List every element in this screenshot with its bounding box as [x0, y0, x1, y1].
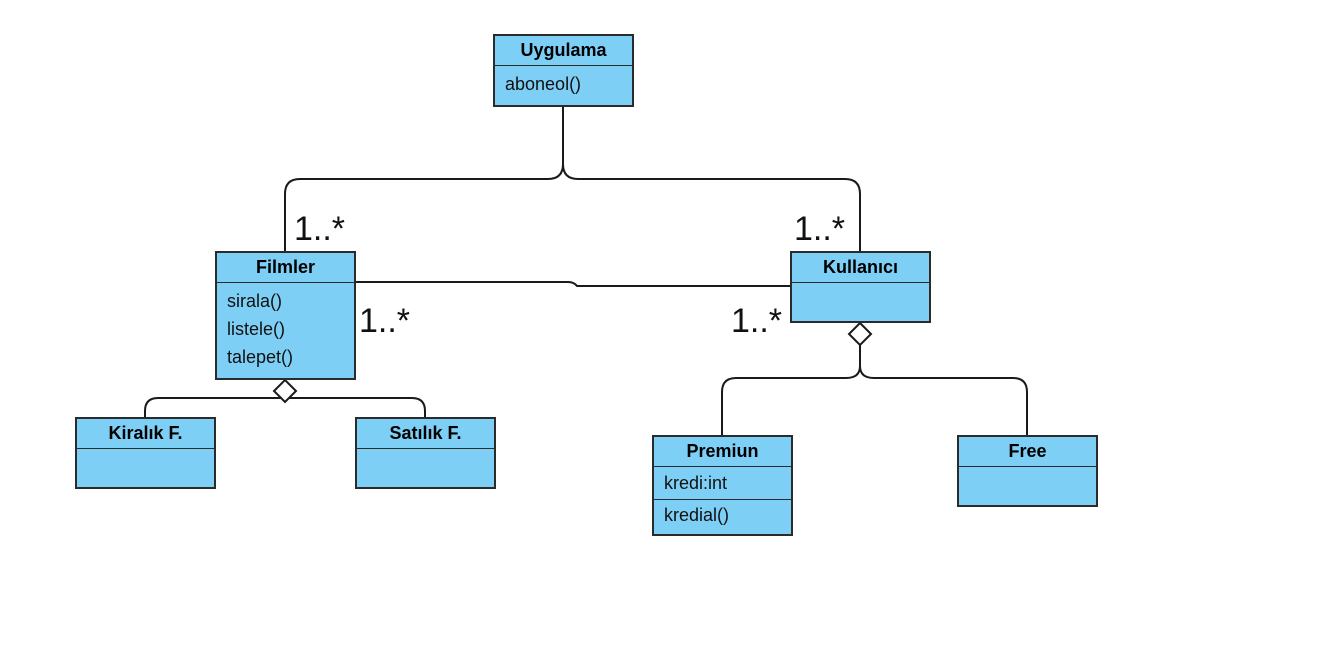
connector-filmler-satilik [285, 397, 426, 418]
class-kiralik-body [77, 449, 214, 487]
class-filmler-name: Filmler [217, 253, 354, 283]
operation-aboneol: aboneol() [505, 74, 582, 94]
connector-filmler-kiralik [144, 397, 286, 418]
class-kiralik[interactable]: Kiralık F. [75, 417, 216, 489]
class-free-name: Free [959, 437, 1096, 467]
connector-uygulama-kullanici [562, 163, 861, 252]
connector-kullanici-premiun [721, 345, 861, 436]
class-satilik-body [357, 449, 494, 487]
class-free-body [959, 467, 1096, 505]
class-satilik[interactable]: Satılık F. [355, 417, 496, 489]
operation-talepet: talepet() [227, 347, 294, 367]
aggregation-diamond-kullanici [847, 321, 873, 347]
connector-kullanici-free [859, 365, 1028, 436]
class-filmler-operations: sirala() listele() talepet() [217, 283, 354, 375]
operation-sirala: sirala() [227, 291, 283, 311]
class-satilik-name: Satılık F. [357, 419, 494, 449]
class-premiun[interactable]: Premiun kredi:int kredial() [652, 435, 793, 536]
class-premiun-name: Premiun [654, 437, 791, 467]
multiplicity-filmler-right: 1..* [359, 302, 411, 340]
class-kullanici[interactable]: Kullanıcı [790, 251, 931, 323]
class-premiun-operations: kredial() [654, 499, 791, 530]
class-free[interactable]: Free [957, 435, 1098, 507]
attribute-kredi: kredi:int [664, 473, 728, 493]
class-kiralik-name: Kiralık F. [77, 419, 214, 449]
class-kullanici-body [792, 283, 929, 321]
class-kullanici-name: Kullanıcı [792, 253, 929, 283]
multiplicity-kullanici-top: 1..* [794, 210, 846, 248]
aggregation-diamond-filmler [272, 378, 298, 404]
class-uygulama[interactable]: Uygulama aboneol() [493, 34, 634, 107]
class-uygulama-operations: aboneol() [495, 66, 632, 102]
class-uygulama-name: Uygulama [495, 36, 632, 66]
connector-filmler-kullanici [355, 281, 790, 287]
class-premiun-attributes: kredi:int [654, 467, 791, 499]
operation-listele: listele() [227, 319, 286, 339]
connector-uygulama-filmler [284, 106, 564, 252]
class-filmler[interactable]: Filmler sirala() listele() talepet() [215, 251, 356, 380]
multiplicity-filmler-top: 1..* [294, 210, 346, 248]
operation-kredial: kredial() [664, 505, 730, 525]
multiplicity-kullanici-left: 1..* [731, 302, 783, 340]
